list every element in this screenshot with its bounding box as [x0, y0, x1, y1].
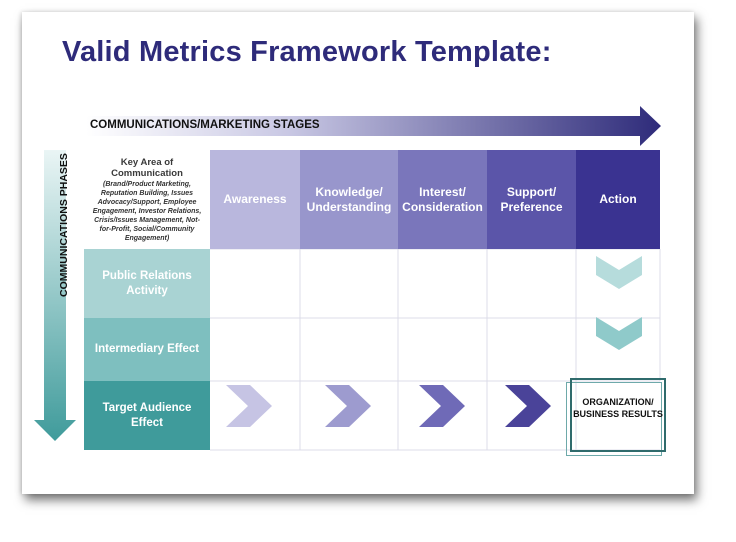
stage-header-interest: Interest/ Consideration	[398, 150, 487, 249]
grid-lines	[210, 248, 661, 451]
stage-header-action: Action	[576, 150, 660, 249]
phases-arrow	[34, 150, 76, 441]
chevron-down-icon	[596, 256, 642, 289]
phase-header-intermediary: Intermediary Effect	[84, 318, 210, 381]
key-area-subtitle: (Brand/Product Marketing, Reputation Bui…	[92, 180, 202, 242]
result-box-shadow	[566, 382, 662, 456]
key-area-cell: Key Area of Communication (Brand/Product…	[84, 150, 210, 249]
phase-header-pr-activity: Public Relations Activity	[84, 249, 210, 318]
stage-header-support: Support/ Preference	[487, 150, 576, 249]
stage-header-awareness: Awareness	[210, 150, 300, 249]
stages-label: COMMUNICATIONS/MARKETING STAGES	[90, 119, 320, 131]
chevron-right-icon	[226, 385, 272, 427]
chevron-down-icon	[596, 317, 642, 350]
chevron-right-icon	[325, 385, 371, 427]
phase-header-target-audience: Target Audience Effect	[84, 381, 210, 450]
stage-header-knowledge: Knowledge/ Understanding	[300, 150, 398, 249]
page-title: Valid Metrics Framework Template:	[62, 36, 552, 68]
chevron-right-icon	[505, 385, 551, 427]
phases-label: COMMUNICATIONS PHASES	[58, 153, 70, 297]
key-area-title: Key Area of Communication	[111, 156, 183, 179]
result-label: ORGANIZATION/ BUSINESS RESULTS	[573, 397, 663, 419]
phases-label-wrap: COMMUNICATIONS PHASES	[57, 150, 71, 300]
stages-arrow	[86, 106, 661, 146]
result-box	[570, 378, 666, 452]
chevron-right-icon	[419, 385, 465, 427]
